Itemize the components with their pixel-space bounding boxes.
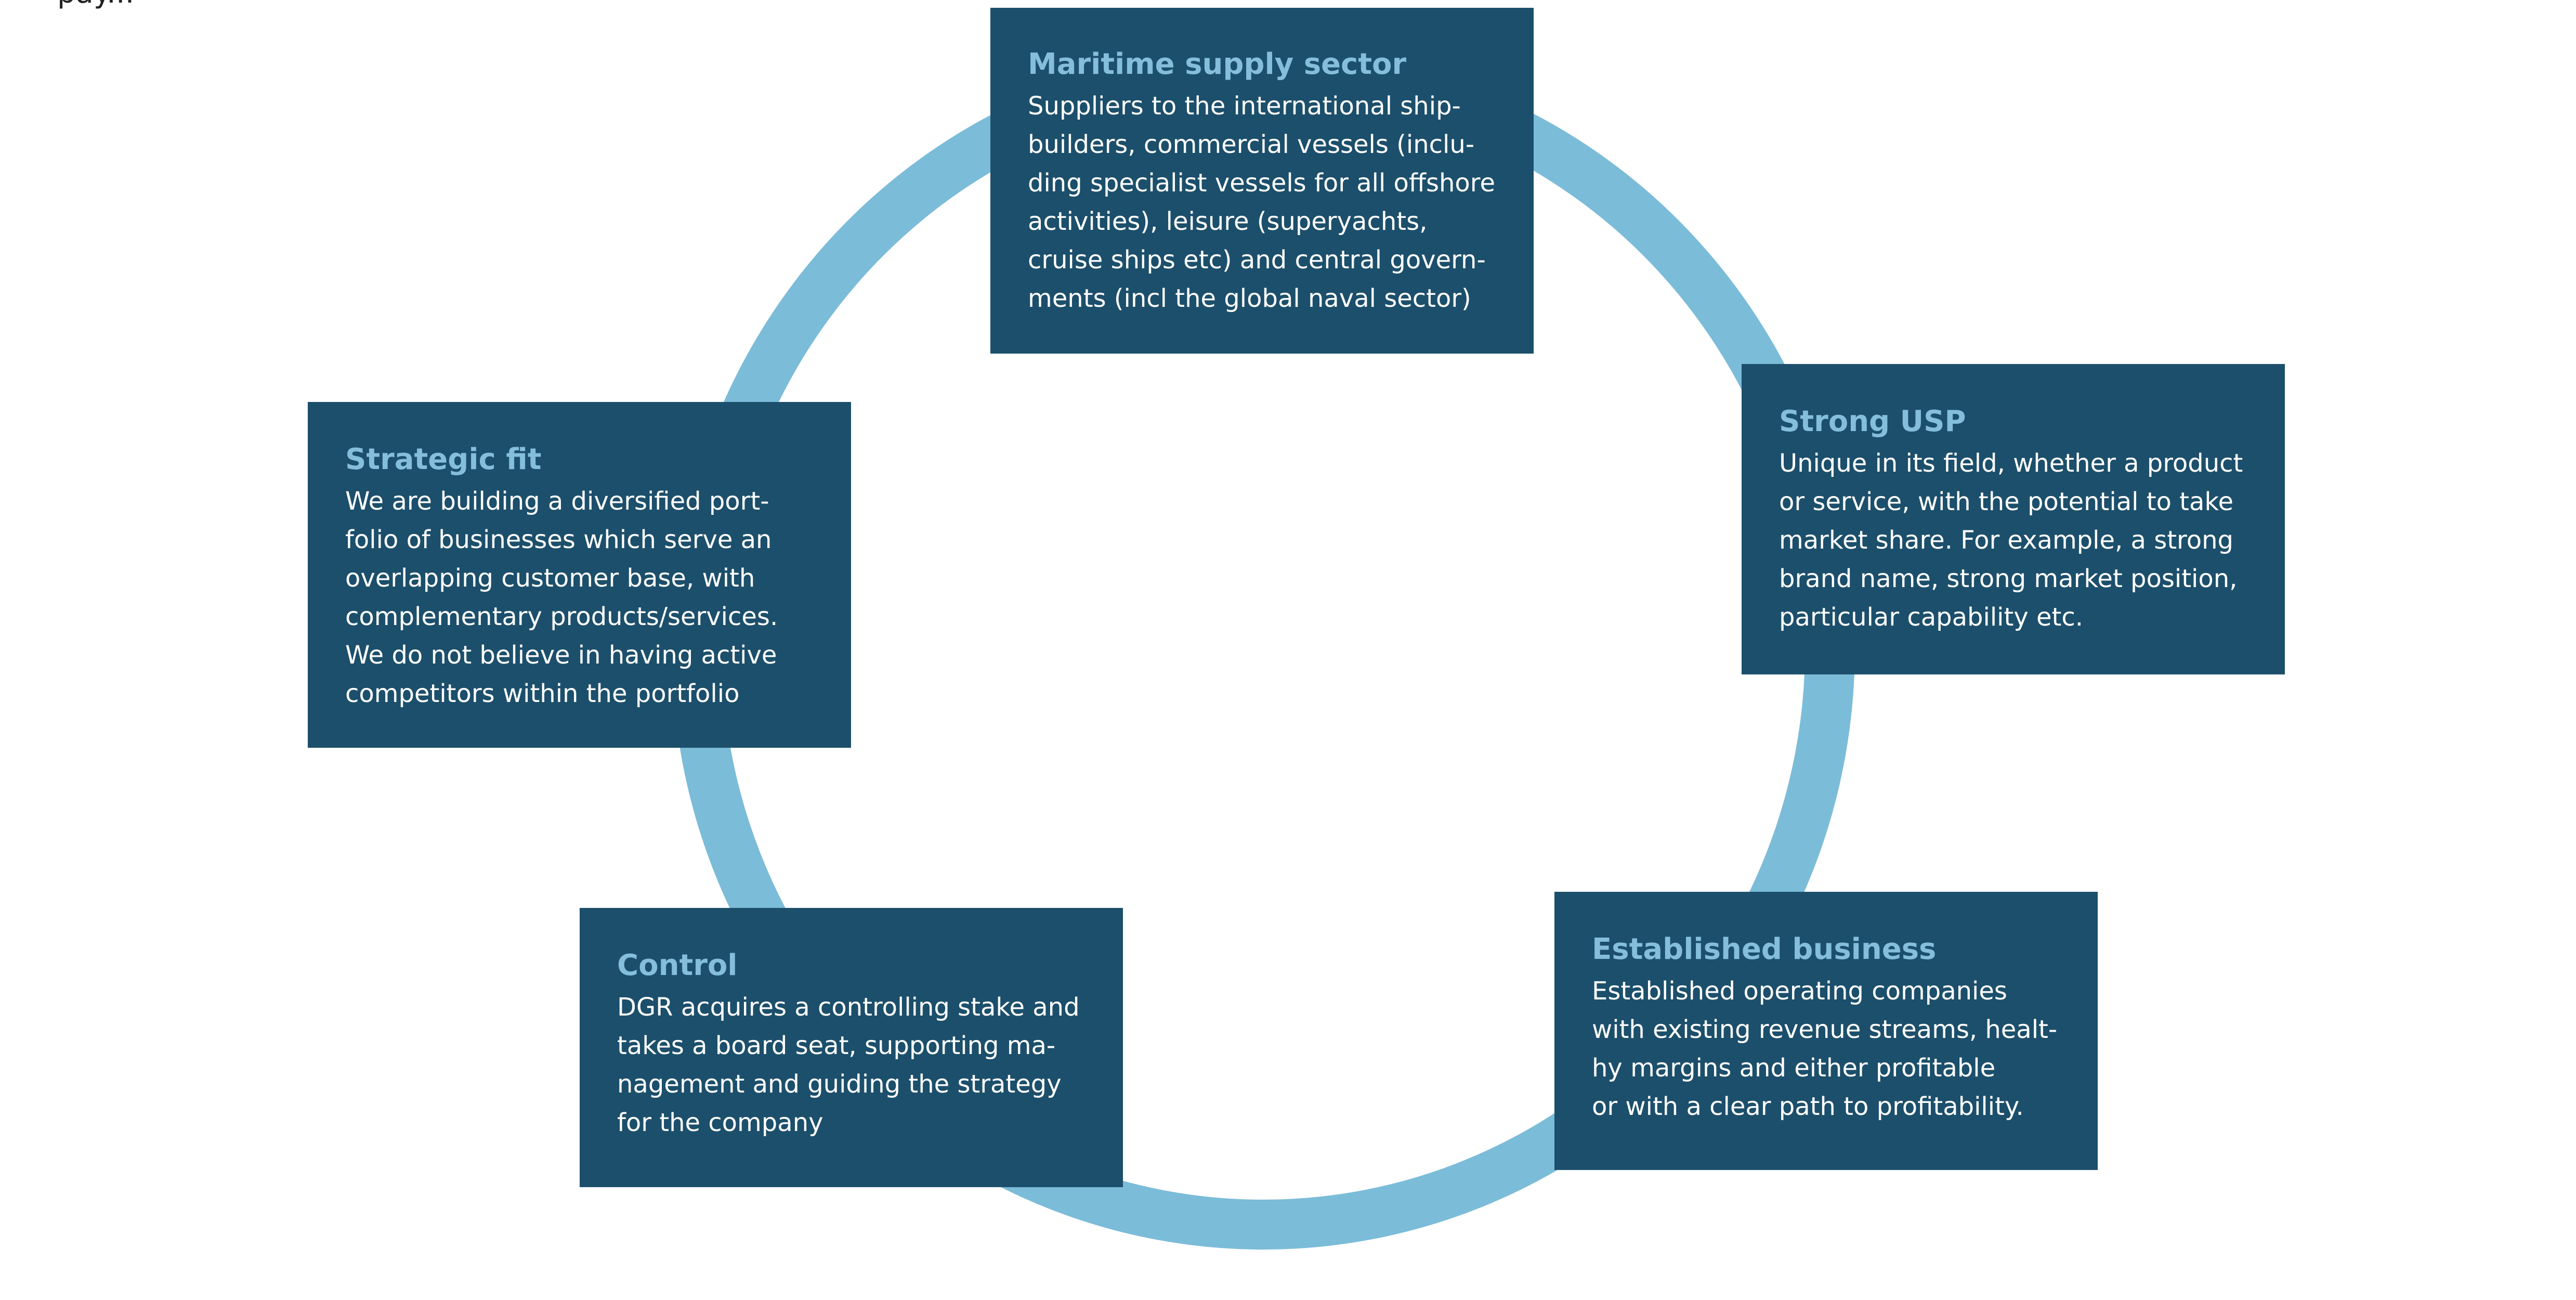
established-business-box: Established business Established operati… xyxy=(1554,892,2098,1170)
established-business-text: Established operating companies with exi… xyxy=(1592,977,2058,1121)
maritime-supply-sector-title: Maritime supply sector xyxy=(1028,47,1407,81)
strategic-fit-text: We are building a diversified port- foli… xyxy=(345,487,778,708)
control-text: DGR acquires a controlling stake and tak… xyxy=(617,993,1080,1137)
strategic-fit-box: Strategic fit We are building a diversif… xyxy=(308,402,851,748)
maritime-supply-sector-box: Maritime supply sector Suppliers to the … xyxy=(990,8,1534,354)
established-business-title: Established business xyxy=(1592,932,1937,966)
strong-usp-title: Strong USP xyxy=(1779,405,1966,438)
strong-usp-box: Strong USP Unique in its field, whether … xyxy=(1742,364,2285,674)
cropped-top-text-label: pay... xyxy=(57,0,134,10)
control-box: Control DGR acquires a controlling stake… xyxy=(580,908,1123,1187)
cropped-top-text: pay... xyxy=(0,0,728,16)
maritime-supply-sector-text: Suppliers to the international ship- bui… xyxy=(1028,92,1495,313)
strategic-fit-title: Strategic fit xyxy=(345,443,542,476)
control-title: Control xyxy=(617,948,738,982)
strong-usp-text: Unique in its field, whether a product o… xyxy=(1779,449,2243,632)
